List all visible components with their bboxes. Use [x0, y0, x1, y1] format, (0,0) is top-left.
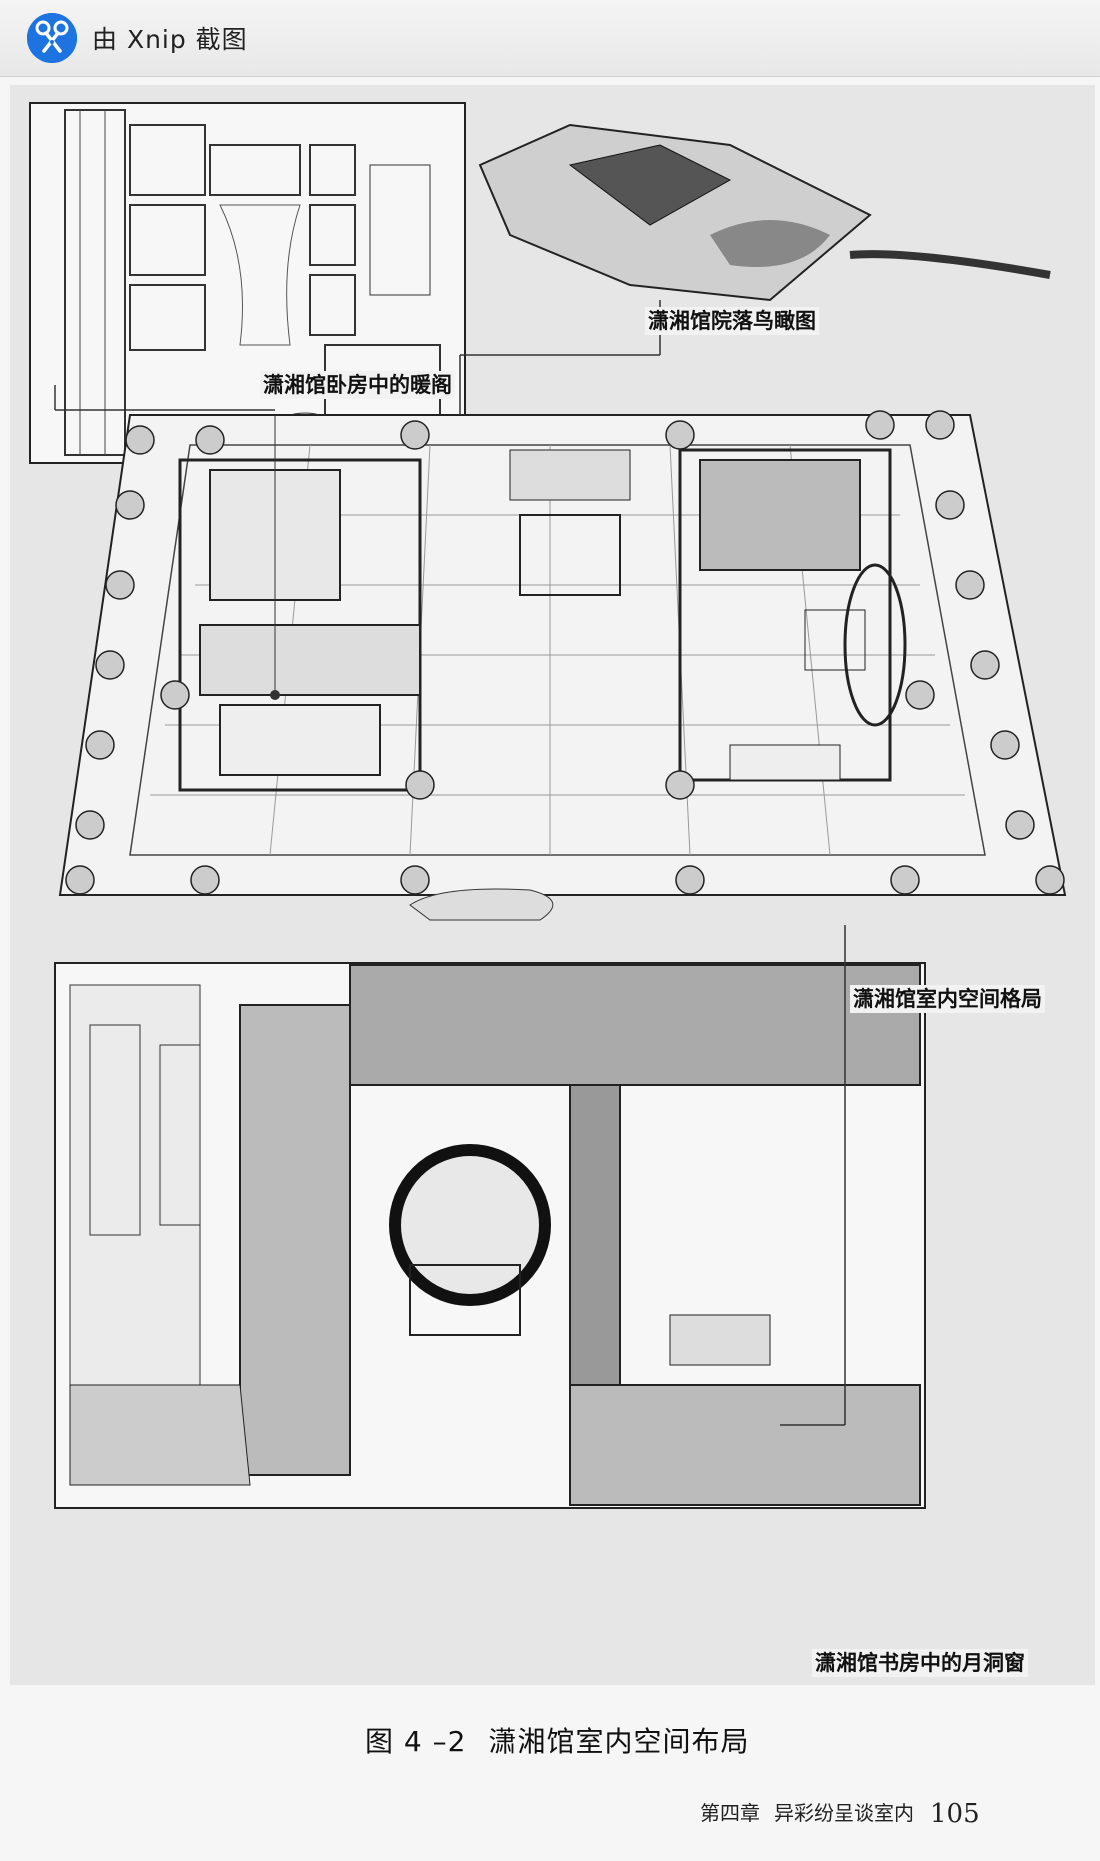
interior-layout-plan [58, 410, 1067, 921]
window-titlebar: 由 Xnip 截图 [0, 0, 1100, 77]
footer-section: 异彩纷呈谈室内 [774, 1801, 914, 1825]
courtyard-aerial-sketch [478, 123, 1051, 355]
footer-chapter: 第四章 [700, 1801, 760, 1825]
courtyard-aerial-label: 潇湘馆院落鸟瞰图 [645, 307, 819, 335]
page-footer: 第四章异彩纷呈谈室内 105 [700, 1797, 980, 1829]
bedroom-alcove-label: 潇湘馆卧房中的暖阁 [260, 371, 455, 399]
xnip-scissors-icon[interactable] [27, 13, 77, 63]
figure-number: 图 4 –2 [365, 1725, 467, 1758]
document-page: 潇湘馆卧房中的暖阁 潇湘馆院落鸟瞰图 潇湘馆室内空间格局 潇湘馆书房中的月洞窗 … [0, 77, 1100, 1861]
figure-caption: 图 4 –2 潇湘馆室内空间布局 [365, 1720, 771, 1760]
interior-layout-label: 潇湘馆室内空间格局 [850, 985, 1045, 1013]
figure-illustration [10, 85, 1095, 1685]
bedroom-alcove-sketch [29, 102, 466, 464]
figure-title: 潇湘馆室内空间布局 [488, 1725, 750, 1758]
window-title: 由 Xnip 截图 [92, 25, 248, 54]
study-moon-window-sketch [54, 925, 926, 1509]
study-moon-window-label: 潇湘馆书房中的月洞窗 [812, 1649, 1028, 1677]
page-number: 105 [930, 1799, 980, 1829]
